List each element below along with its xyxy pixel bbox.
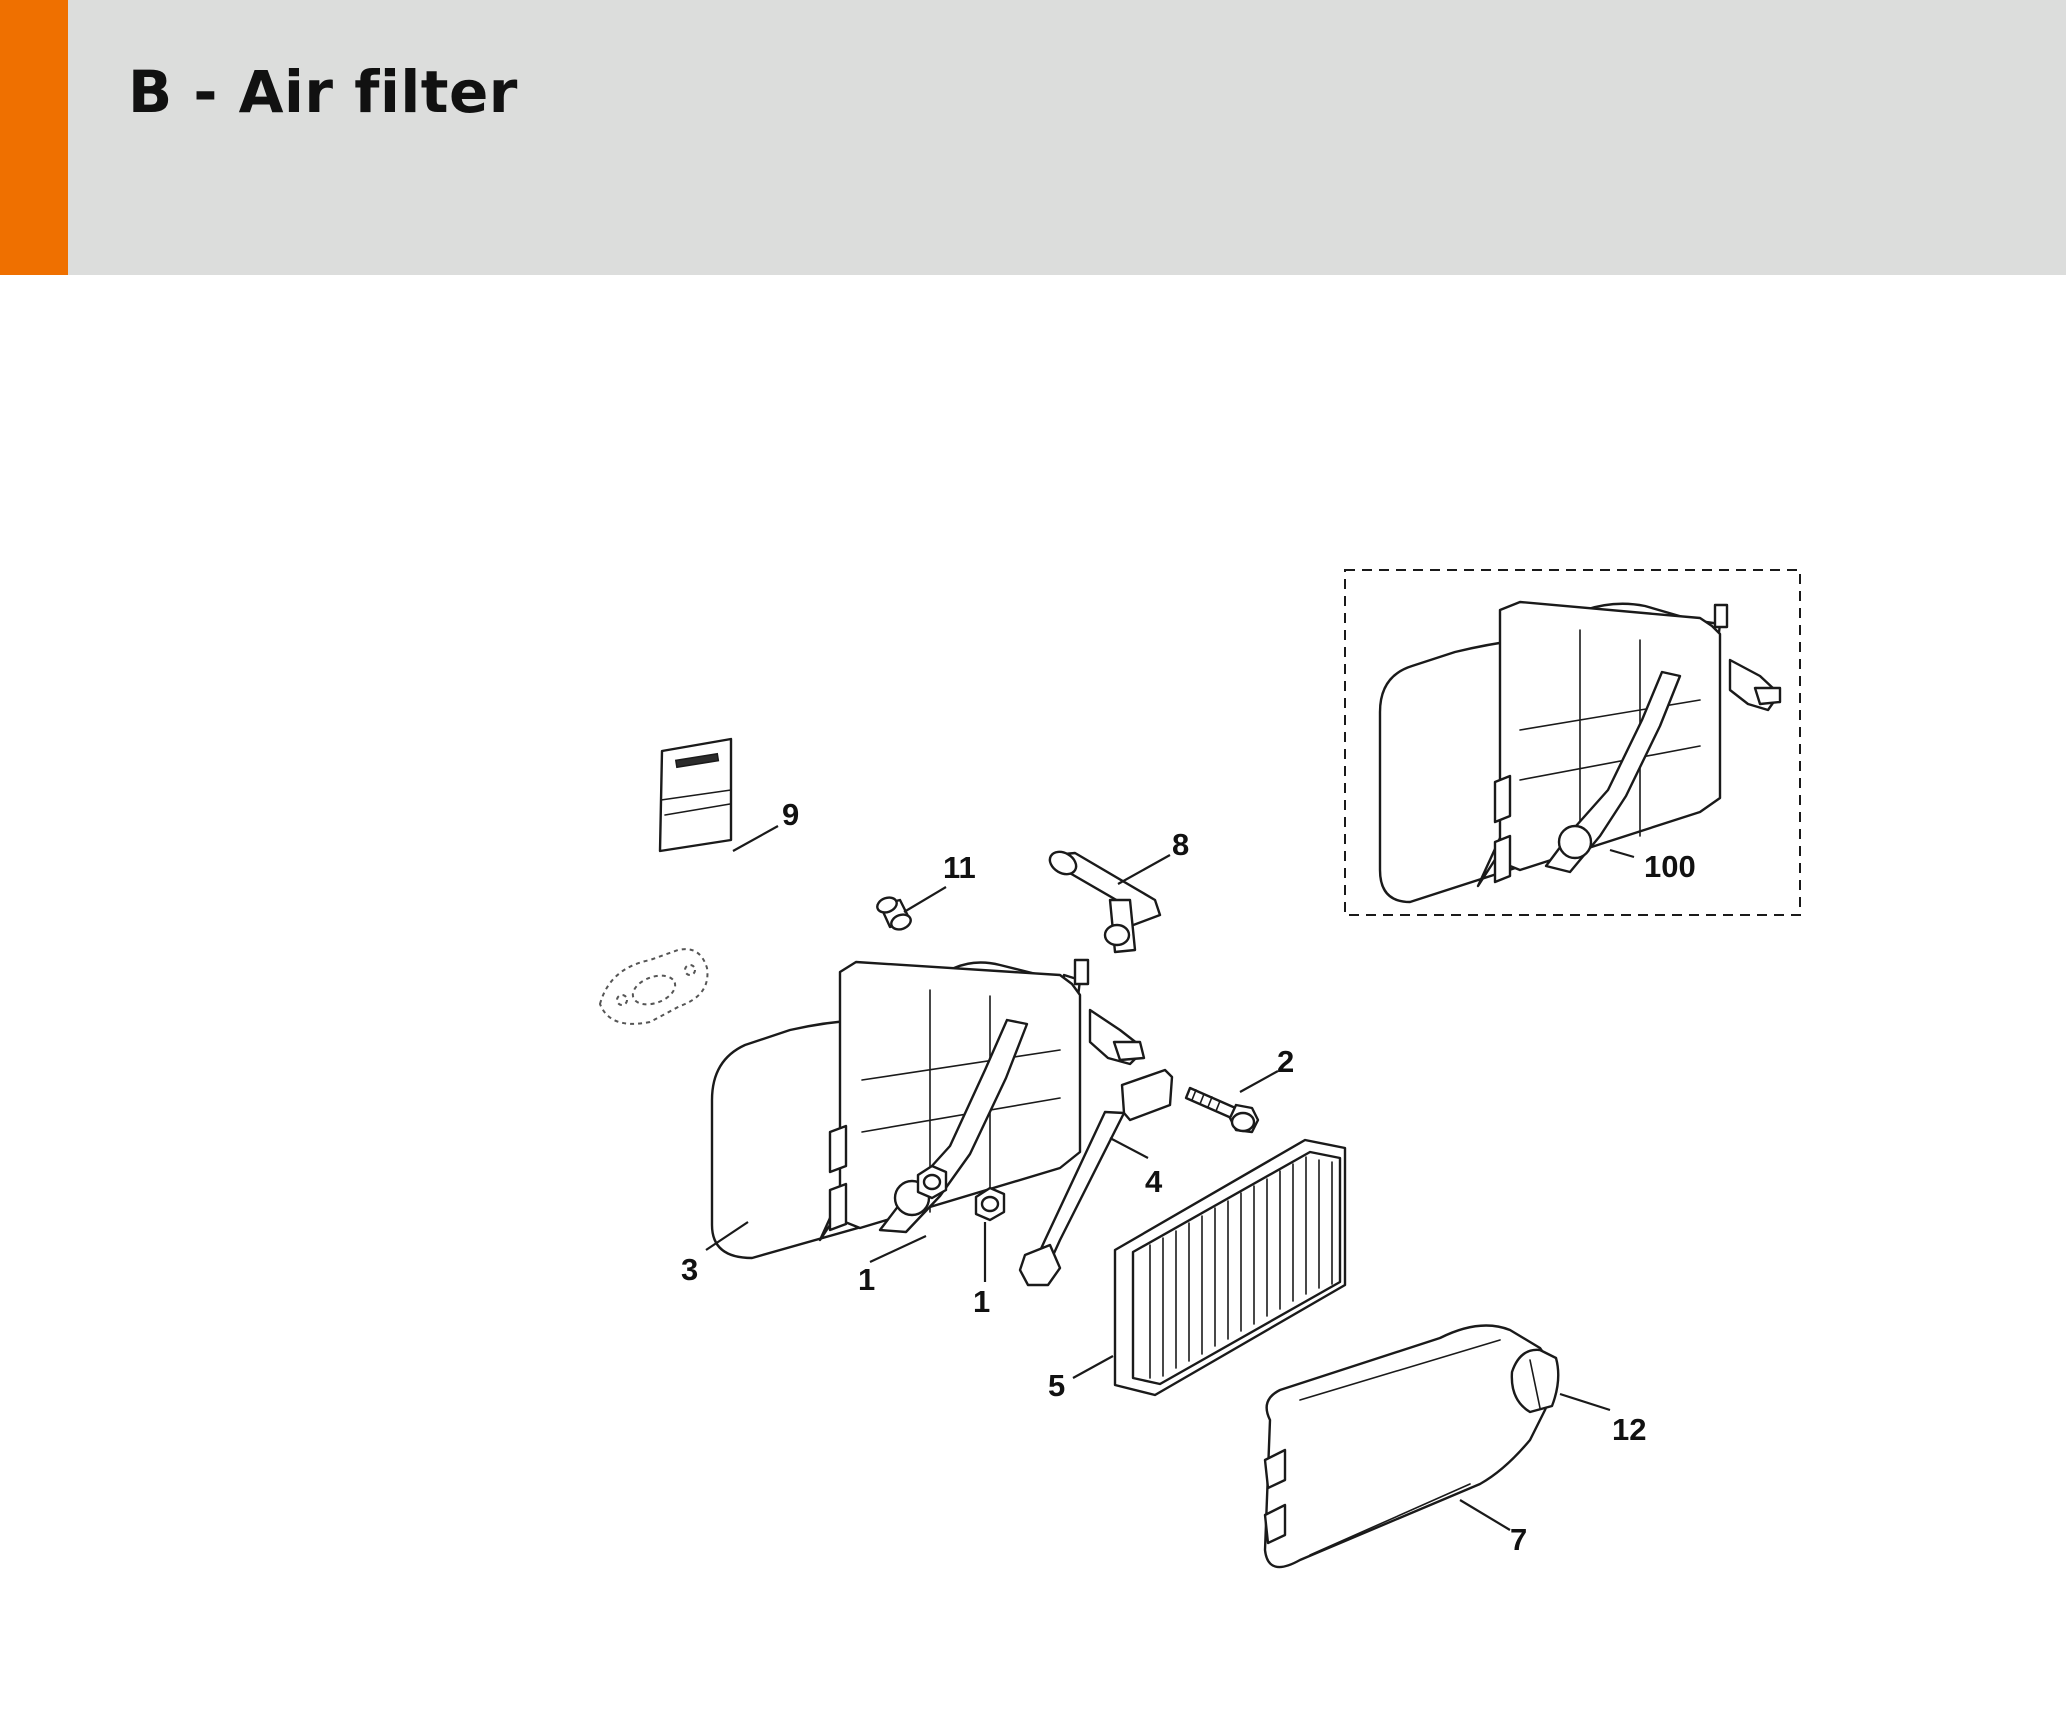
callout-4: 4 [1145,1164,1163,1199]
part-100-housing-assembly [1378,600,1782,904]
kit-100-frame [1344,569,1801,916]
callout-11: 11 [943,850,976,885]
part-8-elbow-hose [1048,850,1162,954]
callout-9: 9 [782,797,799,832]
page-title: B - Air filter [128,58,518,126]
part-2-bolt [1184,1086,1260,1134]
part-9-label [658,737,733,853]
header-band [0,0,2066,275]
callout-12: 12 [1612,1412,1646,1447]
part-7-cover [1263,1324,1553,1569]
gasket-dashed [598,948,709,1025]
callout-8: 8 [1172,827,1189,862]
callout-labels: 9 11 8 100 2 4 3 1 1 5 12 7 [681,797,1696,1557]
callout-3: 3 [681,1252,698,1287]
part-1-nut-a [916,1164,948,1200]
callout-7: 7 [1510,1522,1527,1557]
accent-bar [0,0,68,275]
part-11-sleeve [876,896,912,931]
part-12-knob [1510,1348,1560,1414]
part-1-nut-b [974,1186,1006,1222]
callout-2: 2 [1277,1044,1294,1079]
callout-1-left: 1 [858,1262,875,1297]
part-4-retainer-lever [1018,1068,1174,1287]
callout-1-right: 1 [973,1284,990,1319]
callout-100: 100 [1644,849,1696,884]
part-3-housing [710,958,1146,1260]
callout-5: 5 [1048,1368,1065,1403]
leader-lines [705,825,1635,1531]
part-5-filter-element [1113,1138,1347,1397]
